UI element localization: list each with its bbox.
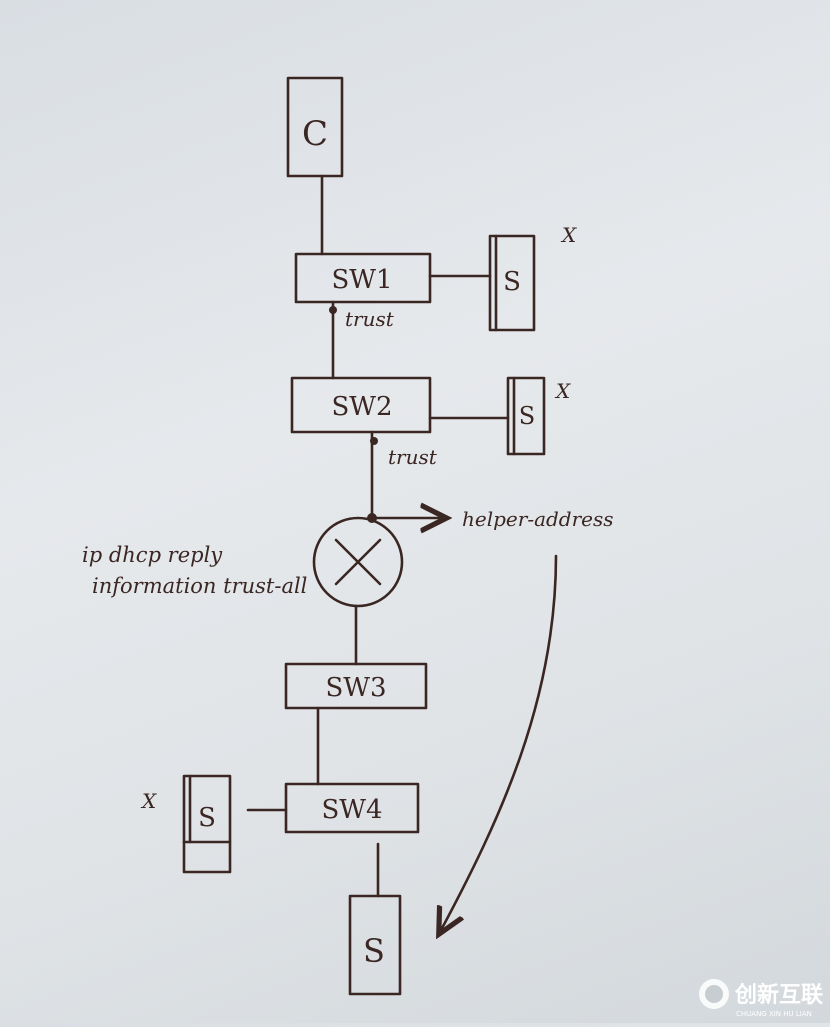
trust-label-2: trust	[388, 445, 438, 469]
blocked-mark-3: X	[140, 789, 157, 813]
rogue-server-3-label: S	[198, 803, 216, 833]
client-node: C	[286, 76, 344, 178]
blocked-mark-2: X	[554, 379, 571, 403]
switch-sw4: SW4	[284, 782, 420, 834]
sw1-label: SW1	[331, 265, 392, 295]
switch-sw2: SW2	[290, 376, 432, 434]
watermark-text: 创新互联	[734, 982, 823, 1008]
client-label: C	[302, 114, 328, 154]
server-label: S	[363, 932, 385, 970]
sw4-label: SW4	[321, 795, 382, 825]
rogue-server-2: S	[506, 376, 546, 456]
watermark-logo: 创新互联 CHUANG XIN HU LIAN	[699, 979, 823, 1018]
rogue-server-2-label: S	[519, 402, 535, 430]
router-node	[312, 513, 404, 608]
server-node: S	[348, 894, 402, 996]
switch-sw1: SW1	[294, 252, 432, 304]
trust-label-1: trust	[345, 307, 395, 331]
forward-curve-arrow	[440, 554, 558, 932]
rogue-server-1: S	[488, 234, 536, 332]
switch-sw3: SW3	[284, 662, 428, 710]
rogue-server-3: S	[182, 774, 232, 874]
rogue-server-1-label: S	[503, 267, 521, 297]
router-command-line2: information trust-all	[92, 574, 307, 598]
router-command-line1: ip dhcp reply	[82, 543, 223, 567]
watermark-subtext: CHUANG XIN HU LIAN	[736, 1010, 812, 1018]
sw3-label: SW3	[325, 673, 386, 703]
sw2-label: SW2	[331, 392, 392, 422]
helper-address-label: helper-address	[462, 507, 614, 531]
blocked-mark-1: X	[560, 223, 577, 247]
